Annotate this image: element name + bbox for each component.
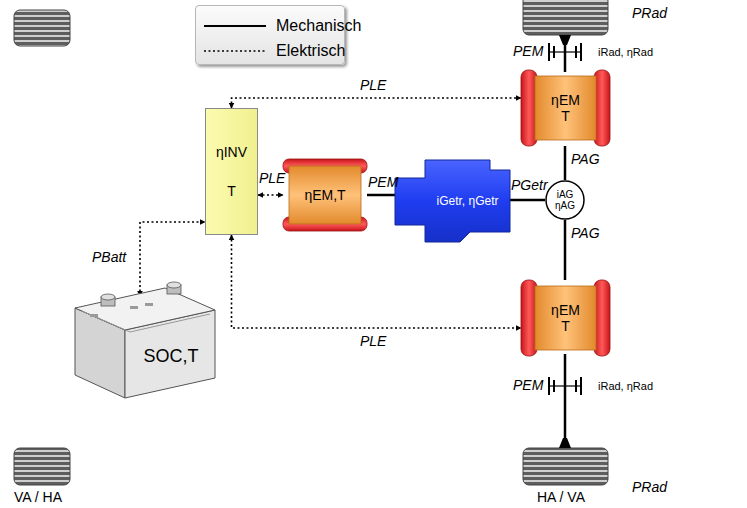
power-label: PLE	[360, 334, 386, 349]
text-area: ηEMT	[537, 76, 594, 140]
power-label: PRad	[632, 6, 667, 21]
inverter-box-outline	[205, 108, 258, 235]
axle-label: VA / HA	[14, 490, 62, 505]
mechanical-shaft	[367, 194, 395, 197]
node-text: T	[561, 108, 570, 124]
legend-text: Mechanisch	[276, 17, 361, 35]
text-area: ηEM,T	[291, 173, 359, 217]
ratio-label: iRad, ηRad	[598, 380, 653, 392]
battery: SOC,T	[70, 270, 220, 402]
gearbox: iGetr, ηGetr	[395, 160, 510, 242]
node-text: ηEM,T	[304, 187, 345, 203]
node-text: iGetr, ηGetr	[436, 195, 498, 209]
electric-connector	[140, 222, 205, 296]
wheel-motor: ηEMT	[521, 280, 610, 356]
legend-line-sample	[204, 46, 266, 56]
node-text: ηEM	[551, 302, 580, 318]
node-text: T	[561, 318, 570, 334]
inverter-box: ηINV T	[205, 108, 258, 235]
node-text: T	[227, 183, 236, 199]
tire	[523, 0, 608, 35]
legend-box: MechanischElektrisch	[195, 5, 345, 65]
text-area: SOC,T	[128, 336, 214, 376]
differential-circle: iAGηAG	[545, 180, 585, 220]
mechanical-shaft	[564, 220, 567, 280]
tire	[523, 448, 608, 485]
wheel-gear	[549, 354, 581, 448]
node-text: iAG	[557, 189, 574, 201]
electric-connector	[232, 98, 522, 108]
ratio-label: iRad, ηRad	[598, 46, 653, 58]
power-label: PEM	[513, 378, 543, 393]
axle-label: HA / VA	[537, 490, 585, 505]
wheel-gear	[549, 35, 581, 72]
text-area: iAGηAG	[548, 183, 582, 217]
central-motor: ηEM,T	[283, 159, 367, 231]
node-text: ηAG	[555, 200, 575, 212]
node-text: ηEM	[551, 92, 580, 108]
power-label: PLE	[259, 171, 285, 186]
power-label: PGetr	[511, 178, 548, 193]
text-area: ηEMT	[537, 286, 594, 350]
tire	[14, 448, 70, 485]
mechanical-shaft	[564, 146, 567, 180]
text-area: ηINV T	[207, 112, 256, 231]
power-label: PEM	[368, 175, 398, 190]
tire	[14, 10, 70, 46]
power-label: PBatt	[92, 250, 126, 265]
mechanical-shaft	[510, 199, 545, 202]
node-text: ηINV	[216, 144, 247, 160]
electric-connector	[258, 194, 283, 196]
battery-outline	[70, 270, 220, 402]
wheel-motor: ηEMT	[521, 70, 610, 146]
legend-text: Elektrisch	[276, 42, 345, 60]
power-label: PRad	[632, 480, 667, 495]
legend-line-sample	[204, 21, 266, 31]
legend-entry: Elektrisch	[204, 42, 345, 60]
power-label: PLE	[360, 78, 386, 93]
power-label: PAG	[571, 152, 600, 167]
electric-connector	[232, 235, 522, 328]
power-label: PAG	[571, 226, 600, 241]
power-label: PEM	[513, 44, 543, 59]
legend-entry: Mechanisch	[204, 17, 361, 35]
text-area: iGetr, ηGetr	[425, 174, 510, 230]
node-text: SOC,T	[143, 346, 198, 367]
